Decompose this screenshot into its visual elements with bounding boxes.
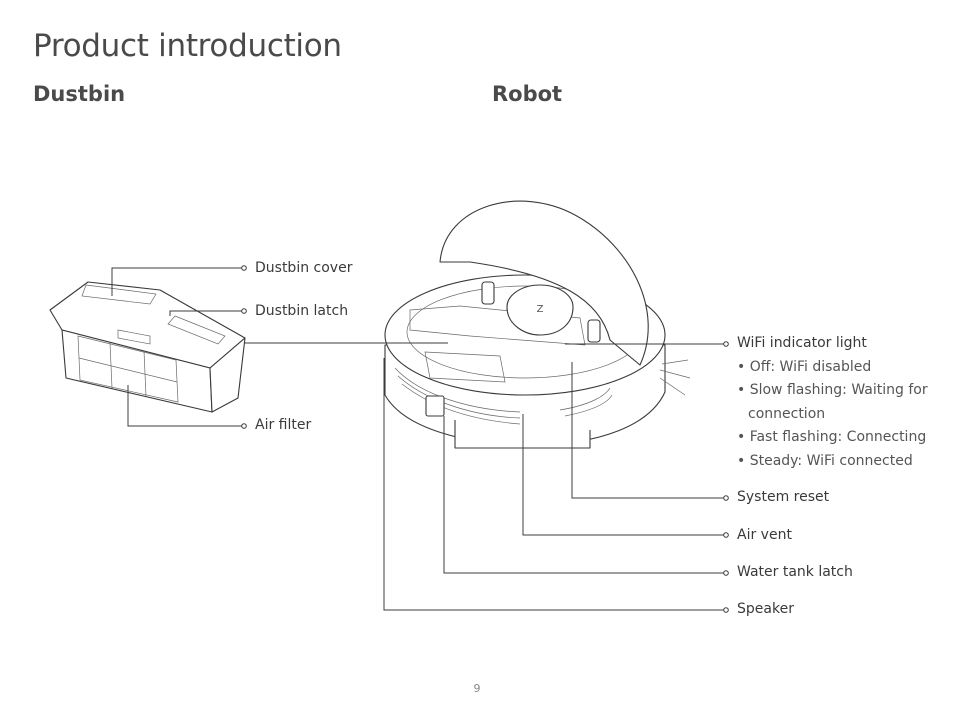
- robot-drawing: Z: [384, 200, 691, 449]
- page-title: Product introduction: [33, 28, 342, 64]
- wifi-indicator-label: WiFi indicator light: [737, 335, 867, 351]
- system-reset-label: System reset: [737, 489, 830, 505]
- air-vent-label: Air vent: [737, 527, 792, 543]
- wifi-state-slow-cont: connection: [748, 406, 826, 422]
- wifi-state-slow: • Slow flashing: Waiting for: [737, 382, 928, 398]
- robot-heading: Robot: [492, 82, 563, 106]
- robot-leaders: [245, 341, 729, 613]
- wifi-state-off: • Off: WiFi disabled: [737, 359, 872, 375]
- page-number: 9: [473, 682, 481, 695]
- water-tank-latch-label: Water tank latch: [737, 564, 853, 580]
- dustbin-drawing: [49, 281, 246, 413]
- wifi-state-fast: • Fast flashing: Connecting: [737, 429, 927, 445]
- dustbin-cover-label: Dustbin cover: [255, 260, 353, 276]
- svg-text:Z: Z: [537, 304, 544, 315]
- air-filter-label: Air filter: [255, 417, 312, 433]
- dustbin-heading: Dustbin: [33, 82, 126, 106]
- dustbin-latch-label: Dustbin latch: [255, 303, 349, 319]
- dustbin-leaders: [111, 265, 247, 429]
- speaker-label: Speaker: [737, 601, 794, 617]
- wifi-state-steady: • Steady: WiFi connected: [737, 453, 913, 469]
